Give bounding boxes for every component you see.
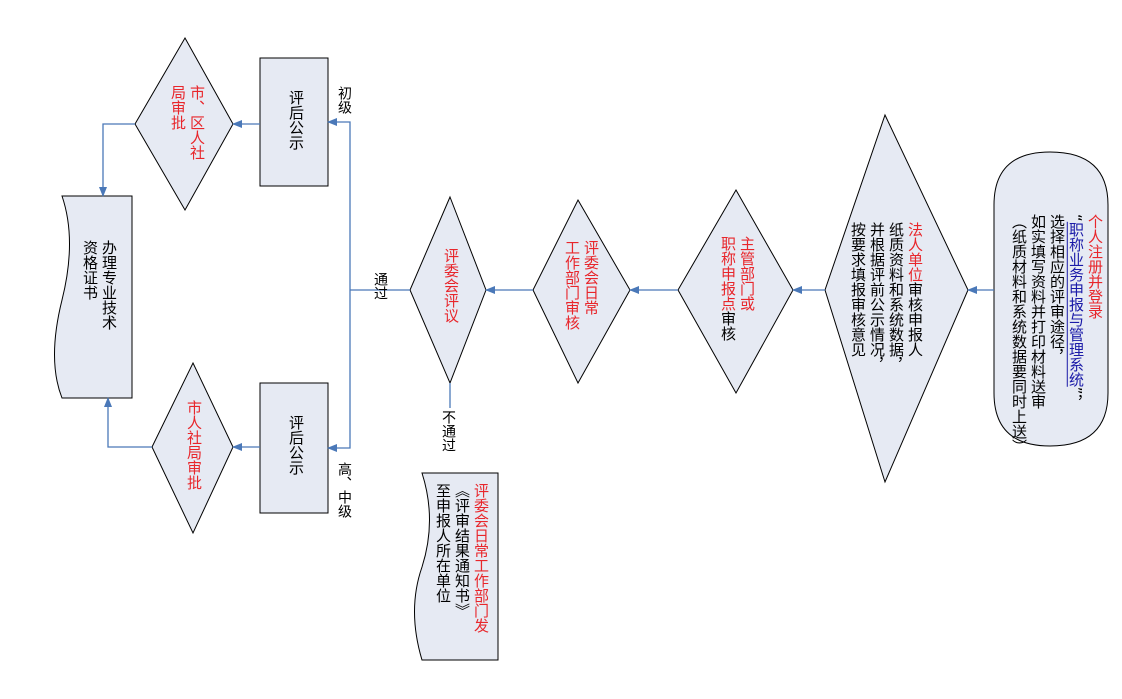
start-line-4: 如实填写资料并打印材料送审 bbox=[1029, 214, 1047, 409]
start-quote-close: ”， bbox=[1067, 386, 1085, 410]
fail-notice-line-2: 《评审结果通知书》 bbox=[453, 483, 471, 618]
dept-review-text: 主管部门或 职称申报点审核 bbox=[718, 236, 756, 341]
publicity-junior-line-1: 评后公示 bbox=[287, 90, 305, 150]
approve-senior-decision-shape bbox=[151, 361, 234, 535]
edge-label-pass: 通过 bbox=[372, 272, 388, 300]
approve-junior-line-2-text: 局审批 bbox=[169, 85, 187, 130]
office-review-text: 评委会日常 工作部门审核 bbox=[562, 240, 600, 330]
employer-line-1-rest: 审核申报人 bbox=[906, 282, 924, 357]
certificate-line-1: 办理专业技术 bbox=[100, 240, 118, 330]
publicity-senior-box bbox=[259, 382, 329, 514]
edge-label-junior: 初级 bbox=[336, 86, 352, 114]
start-line-5: （纸质材料和系统数据要同时上送） bbox=[1010, 214, 1028, 454]
employer-line-2: 纸质资料和系统数据， bbox=[887, 222, 905, 372]
employer-line-1: 法人单位审核申报人 bbox=[905, 222, 924, 372]
system-name-link: 职称业务申报与管理系统 bbox=[1067, 221, 1085, 387]
dept-line-1: 主管部门或 bbox=[738, 236, 756, 311]
dept-line-2-rest: 审核 bbox=[719, 311, 737, 341]
employer-highlight: 法人单位 bbox=[906, 222, 924, 282]
approve-junior-line-2: 局审批 bbox=[168, 85, 187, 160]
employer-line-4: 按要求填报审核意见 bbox=[849, 222, 867, 357]
certificate-text: 办理专业技术 资格证书 bbox=[80, 240, 118, 330]
dept-highlight: 职称申报点 bbox=[719, 236, 737, 311]
approve-junior-decision-shape bbox=[134, 36, 234, 212]
employer-review-decision-shape bbox=[824, 113, 969, 484]
office-review-decision-shape bbox=[532, 198, 631, 385]
connector-to-publicity-senior bbox=[327, 290, 351, 452]
publicity-junior-box bbox=[259, 57, 329, 187]
dept-line-2: 职称申报点审核 bbox=[718, 236, 737, 341]
office-line-2: 工作部门审核 bbox=[563, 240, 581, 330]
office-line-1: 评委会日常 bbox=[582, 240, 600, 315]
publicity-junior-text: 评后公示 bbox=[286, 90, 305, 150]
connector-to-publicity-junior bbox=[327, 118, 351, 290]
edge-label-fail: 不通过 bbox=[440, 410, 456, 452]
approve-junior-line-1: 市、区人社 bbox=[188, 85, 206, 160]
dept-review-decision-shape bbox=[677, 188, 794, 395]
approve-senior-line-1: 市人社局审批 bbox=[185, 400, 203, 490]
start-quote-open: “ bbox=[1067, 214, 1085, 222]
certificate-line-2: 资格证书 bbox=[81, 240, 99, 300]
committee-line-1: 评委会评议 bbox=[442, 248, 460, 323]
publicity-senior-text: 评后公示 bbox=[286, 415, 305, 475]
approve-senior-text: 市人社局审批 bbox=[184, 400, 203, 490]
connector-approve-junior-to-certificate bbox=[99, 123, 135, 197]
fail-notice-document-shape bbox=[414, 472, 499, 661]
start-terminator-shape bbox=[993, 151, 1109, 447]
connector-approve-senior-to-certificate bbox=[104, 397, 152, 448]
publicity-senior-line-1: 评后公示 bbox=[287, 415, 305, 475]
fail-notice-line-3: 至申报人所在单位 bbox=[434, 483, 452, 603]
start-line-3: 选择相应的评审途径， bbox=[1048, 214, 1066, 364]
start-line-2: “职称业务申报与管理系统”， bbox=[1066, 214, 1085, 454]
employer-line-3: 并根据评前公示情况， bbox=[868, 222, 886, 372]
certificate-document-shape bbox=[54, 195, 133, 399]
approve-junior-text: 市、区人社 局审批 bbox=[168, 85, 206, 160]
fail-notice-text: 评委会日常工作部门发 《评审结果通知书》 至申报人所在单位 bbox=[433, 483, 490, 633]
start-node-text: 个人注册并登录 “职称业务申报与管理系统”， 选择相应的评审途径， 如实填写资料… bbox=[1009, 214, 1104, 454]
fail-notice-line-1: 评委会日常工作部门发 bbox=[472, 483, 490, 633]
start-line-1: 个人注册并登录 bbox=[1086, 214, 1104, 319]
employer-review-text: 法人单位审核申报人 纸质资料和系统数据， 并根据评前公示情况， 按要求填报审核意… bbox=[848, 222, 924, 372]
edge-label-senior: 高、中级 bbox=[336, 462, 352, 518]
committee-text: 评委会评议 bbox=[441, 248, 460, 323]
